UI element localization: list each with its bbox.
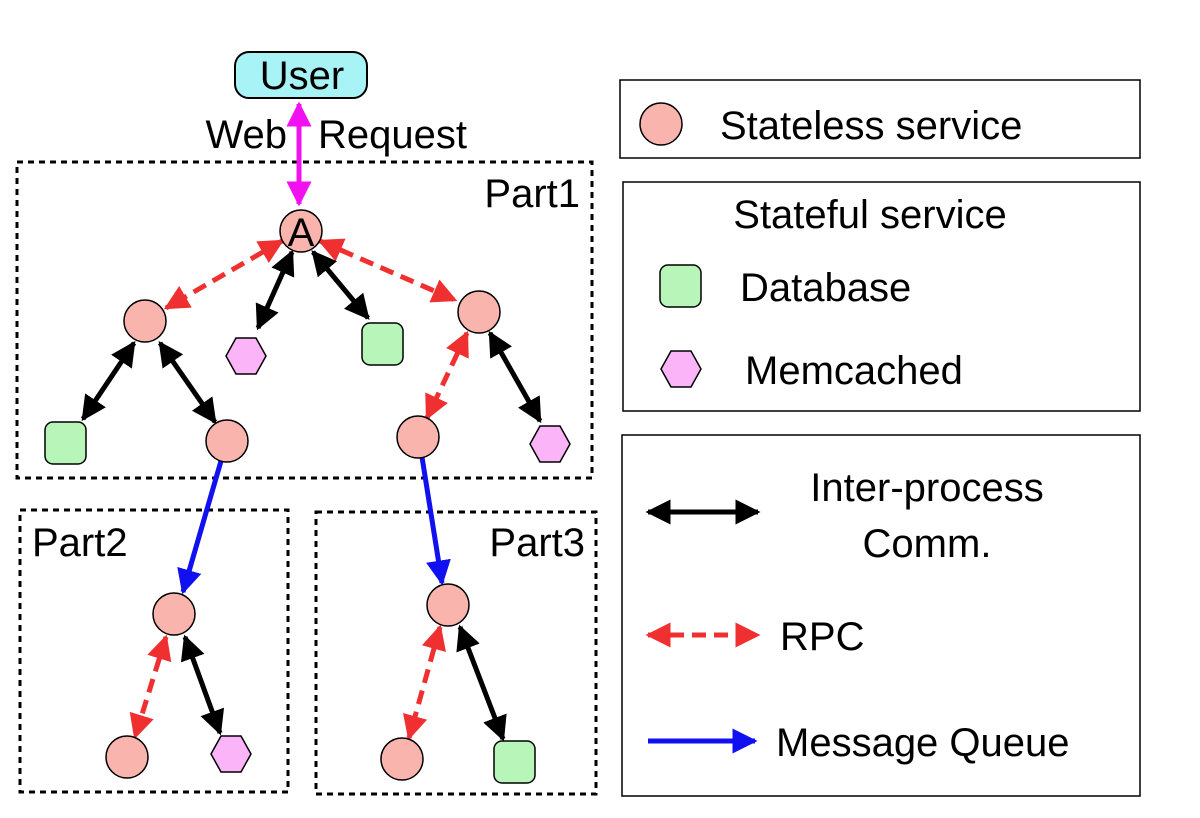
legend-comm-box: [621, 434, 1141, 797]
web-label: Web: [205, 113, 287, 157]
part2-box: [18, 508, 290, 794]
legend-memcached-swatch: [660, 350, 702, 388]
legend-stateful-box: [622, 181, 1141, 412]
memcached-node-1: [225, 337, 267, 375]
part3-box: [314, 510, 598, 796]
part3-label: Part3: [489, 521, 585, 565]
legend-stateless-label: Stateless service: [720, 104, 1022, 148]
legend-mq-label: Message Queue: [776, 721, 1070, 765]
part1-label: Part1: [484, 172, 580, 216]
ipc-a-database: [311, 250, 370, 320]
legend-stateless-box: [619, 79, 1141, 159]
user-node: [234, 51, 368, 99]
stateless-node-a: [279, 209, 323, 253]
legend-rpc-label: RPC: [780, 615, 864, 659]
stateless-node-part3-child: [380, 737, 424, 781]
mq-part1-part3: [419, 456, 451, 586]
database-node-1: [361, 322, 404, 366]
legend-memcached-label: Memcached: [745, 349, 963, 393]
stateless-node-part2-child: [105, 735, 149, 779]
node-a-label: A: [288, 211, 315, 255]
stateless-node-part3: [426, 583, 470, 627]
rpc-a-right: [317, 238, 458, 303]
memcached-node-3: [210, 735, 252, 773]
legend-stateful-title: Stateful service: [733, 193, 1006, 237]
legend-stateless-swatch: [639, 102, 683, 146]
ipc-right-memcached: [487, 330, 543, 424]
ipc-part2: [180, 634, 225, 736]
rpc-part3: [403, 624, 446, 741]
stateless-node-right: [457, 290, 501, 334]
part2-label: Part2: [32, 521, 128, 565]
request-label: Request: [318, 113, 467, 157]
ipc-left-database: [80, 340, 137, 422]
legend-database-label: Database: [740, 266, 911, 310]
stateless-node-part2: [152, 592, 196, 636]
ipc-part3: [456, 624, 507, 742]
rpc-right-stateless: [424, 330, 470, 421]
rpc-a-left: [163, 238, 285, 311]
user-label: User: [260, 54, 344, 98]
mq-part1-part2: [177, 460, 224, 595]
database-node-3: [493, 740, 536, 784]
legend-database-swatch: [659, 264, 702, 308]
database-node-2: [44, 421, 87, 465]
stateless-node-left-child: [205, 419, 249, 463]
ipc-a-memcached: [255, 249, 295, 331]
ipc-left-stateless: [157, 340, 218, 425]
memcached-node-2: [529, 425, 571, 463]
rpc-part2: [129, 634, 172, 740]
legend-ipc-label-line1: Inter-process: [810, 466, 1043, 510]
legend-ipc-label-line2: Comm.: [863, 522, 992, 566]
stateless-node-right-child: [396, 415, 440, 459]
stateless-node-left: [123, 299, 167, 343]
